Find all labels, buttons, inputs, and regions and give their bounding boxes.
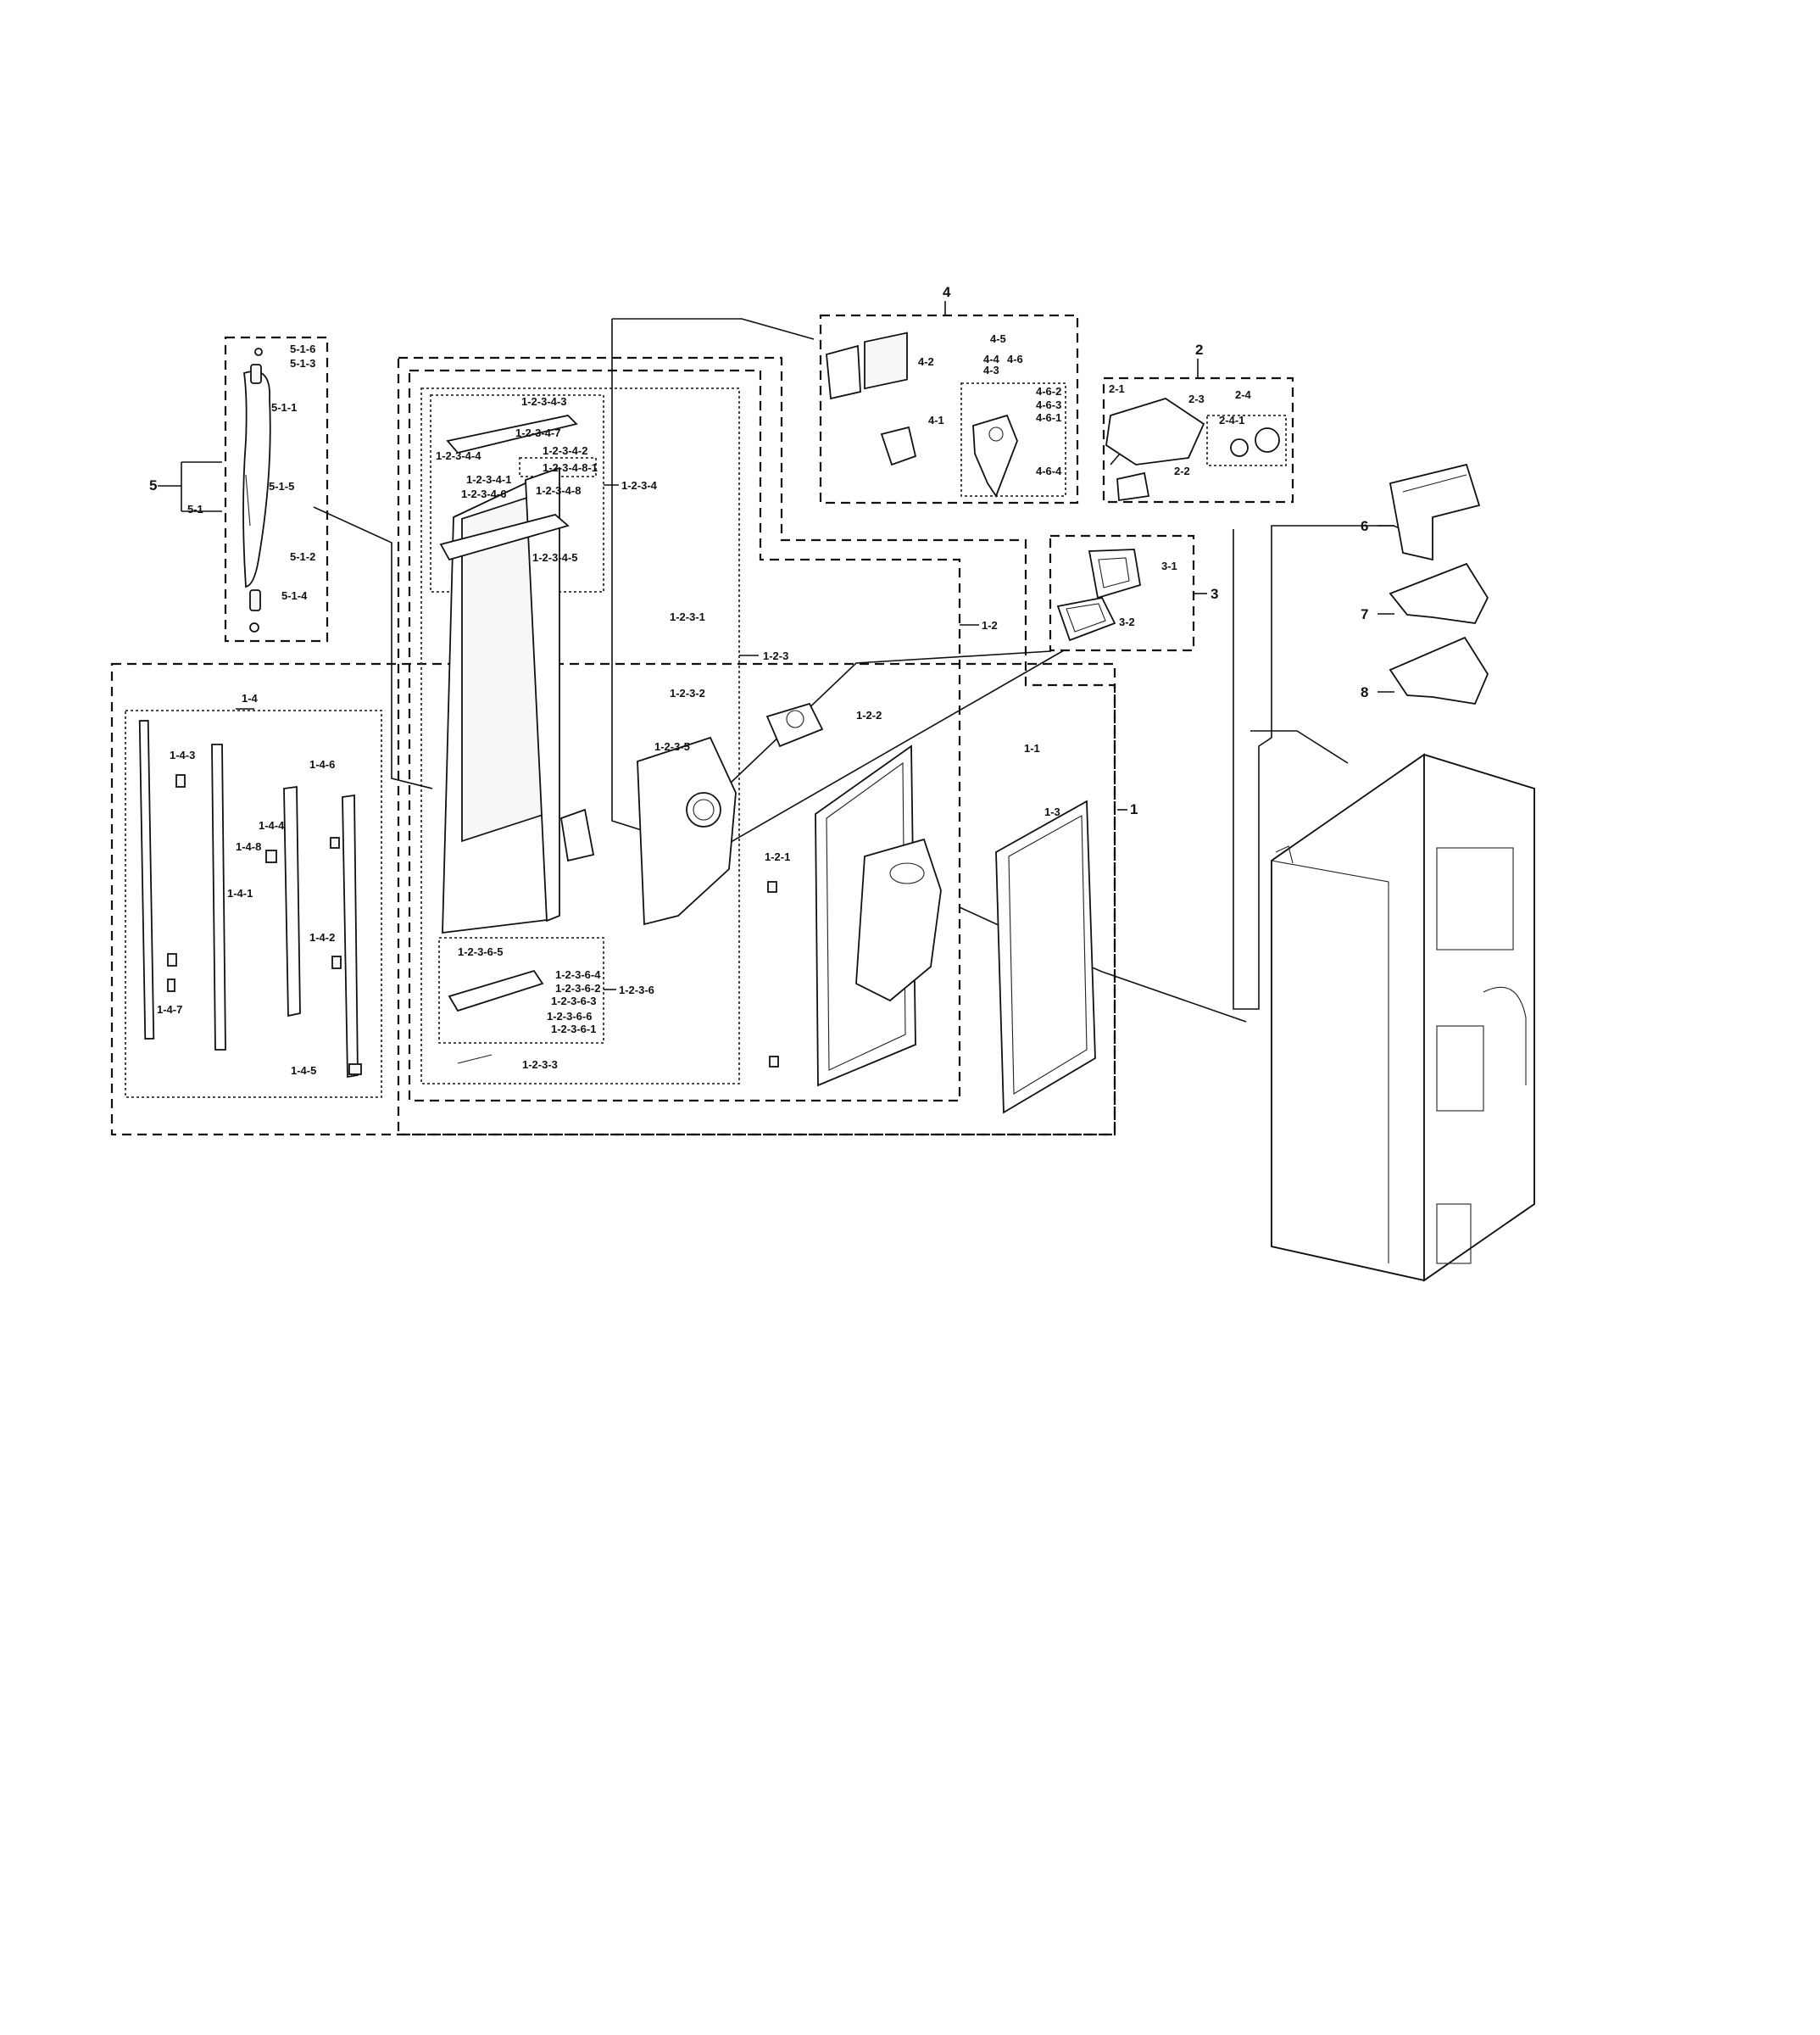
label-p1-4-3: 1-4-3 xyxy=(170,749,195,761)
label-p1-2-3-6-3: 1-2-3-6-3 xyxy=(551,995,596,1007)
label-p4-6-1: 4-6-1 xyxy=(1036,411,1061,424)
group-box-1-2 xyxy=(408,369,961,1102)
label-p1-4-7: 1-4-7 xyxy=(157,1003,182,1016)
label-p1-2-3-6-6: 1-2-3-6-6 xyxy=(547,1010,592,1023)
label-p2-3: 2-3 xyxy=(1188,393,1205,405)
group-2-parts xyxy=(1105,398,1280,502)
refrigerator-cabinet xyxy=(1271,753,1535,1282)
label-p4-6-4: 4-6-4 xyxy=(1036,465,1062,477)
handle-part xyxy=(242,348,271,633)
label-p1-2-3-6-4: 1-2-3-6-4 xyxy=(555,968,601,981)
label-p1-2-3-6-1: 1-2-3-6-1 xyxy=(551,1023,596,1035)
label-p5-1-5: 5-1-5 xyxy=(269,480,294,493)
group-3-parts xyxy=(1056,549,1142,642)
label-p4-6-2: 4-6-2 xyxy=(1036,385,1061,398)
label-p4-6-3: 4-6-3 xyxy=(1036,399,1061,411)
label-p5-1: 5-1 xyxy=(187,503,203,516)
label-p1-2-3: 1-2-3 xyxy=(763,650,788,662)
gasket-part xyxy=(995,800,1096,1114)
dispenser-panel-parts xyxy=(439,415,595,1064)
label-p4-2: 4-2 xyxy=(918,355,934,368)
label-p2-4-1: 2-4-1 xyxy=(1219,414,1244,427)
label-p5-1-4: 5-1-4 xyxy=(281,589,308,602)
label-p1-2-3-4-4: 1-2-3-4-4 xyxy=(436,449,481,462)
label-p1-1: 1-1 xyxy=(1024,742,1040,755)
part-labels: 5 5-1 5-1-6 5-1-3 5-1-1 5-1-5 5-1-2 5-1-… xyxy=(149,284,1368,1077)
label-p1-4-6: 1-4-6 xyxy=(309,758,335,771)
label-p1-2-3-4-6: 1-2-3-4-6 xyxy=(461,488,506,500)
label-p3-2: 3-2 xyxy=(1119,616,1135,628)
label-p4-4: 4-4 xyxy=(983,353,1000,365)
label-p5: 5 xyxy=(149,477,157,493)
label-p1-3: 1-3 xyxy=(1044,806,1060,818)
label-p1-2-3-4-8: 1-2-3-4-8 xyxy=(536,484,581,497)
label-p1-2-3-6: 1-2-3-6 xyxy=(619,984,654,996)
label-p1-2-3-6-2: 1-2-3-6-2 xyxy=(555,982,600,995)
label-p4-1: 4-1 xyxy=(928,414,944,427)
label-p5-1-2: 5-1-2 xyxy=(290,550,315,563)
label-p1-2-3-4-7: 1-2-3-4-7 xyxy=(515,427,560,439)
label-p1-2-2: 1-2-2 xyxy=(856,709,882,722)
label-p1-2-3-4-5: 1-2-3-4-5 xyxy=(532,551,577,564)
ice-maker-parts xyxy=(826,332,1018,498)
label-p1-2-1: 1-2-1 xyxy=(765,850,790,863)
label-p1-4-4: 1-4-4 xyxy=(259,819,285,832)
label-p1-4-8: 1-4-8 xyxy=(236,840,261,853)
label-p1-2-3-2: 1-2-3-2 xyxy=(670,687,705,700)
label-p1-2-3-4-1: 1-2-3-4-1 xyxy=(466,473,511,486)
label-p4-3: 4-3 xyxy=(983,364,999,376)
label-p2: 2 xyxy=(1195,342,1203,358)
leader-lines xyxy=(158,301,1394,990)
door-trim-parts xyxy=(138,720,362,1079)
label-p1-2-3-3: 1-2-3-3 xyxy=(522,1058,558,1071)
label-p3-1: 3-1 xyxy=(1161,560,1177,572)
label-p1-2-3-6-5: 1-2-3-6-5 xyxy=(458,945,503,958)
label-p1-2: 1-2 xyxy=(982,619,998,632)
label-p1-4-1: 1-4-1 xyxy=(227,887,253,900)
label-p2-2: 2-2 xyxy=(1174,465,1190,477)
connector-lines xyxy=(313,318,1433,1023)
bin-parts xyxy=(1389,463,1489,705)
group-box-4 xyxy=(819,314,1079,505)
label-p1-2-3-4: 1-2-3-4 xyxy=(621,479,658,492)
label-p6: 6 xyxy=(1361,518,1368,534)
label-p1-2-3-4-8-1: 1-2-3-4-8-1 xyxy=(543,461,598,474)
label-p1-4-2: 1-4-2 xyxy=(309,931,335,944)
label-p5-1-3: 5-1-3 xyxy=(290,357,315,370)
label-p2-4: 2-4 xyxy=(1235,388,1252,401)
label-p1-2-3-4-2: 1-2-3-4-2 xyxy=(543,444,587,457)
label-p1: 1 xyxy=(1130,801,1138,817)
label-p4-5: 4-5 xyxy=(990,332,1006,345)
label-p8: 8 xyxy=(1361,684,1368,700)
label-p4-6: 4-6 xyxy=(1007,353,1023,365)
group-box-1-4 xyxy=(110,662,1116,1136)
label-p1-2-3-5: 1-2-3-5 xyxy=(654,740,690,753)
label-p3: 3 xyxy=(1211,586,1218,602)
label-p1-4-5: 1-4-5 xyxy=(291,1064,316,1077)
group-box-5 xyxy=(224,336,329,643)
label-p5-1-6: 5-1-6 xyxy=(290,343,315,355)
group-box-1 xyxy=(397,356,1116,1136)
label-p4: 4 xyxy=(943,284,951,300)
label-p5-1-1: 5-1-1 xyxy=(271,401,297,414)
label-p1-4: 1-4 xyxy=(242,692,259,705)
dispenser-housing-parts xyxy=(637,702,824,1068)
label-p1-2-3-4-3: 1-2-3-4-3 xyxy=(521,395,566,408)
label-p2-1: 2-1 xyxy=(1109,382,1125,395)
label-p7: 7 xyxy=(1361,606,1368,622)
label-p1-2-3-1: 1-2-3-1 xyxy=(670,610,705,623)
door-liner-part xyxy=(815,744,942,1087)
